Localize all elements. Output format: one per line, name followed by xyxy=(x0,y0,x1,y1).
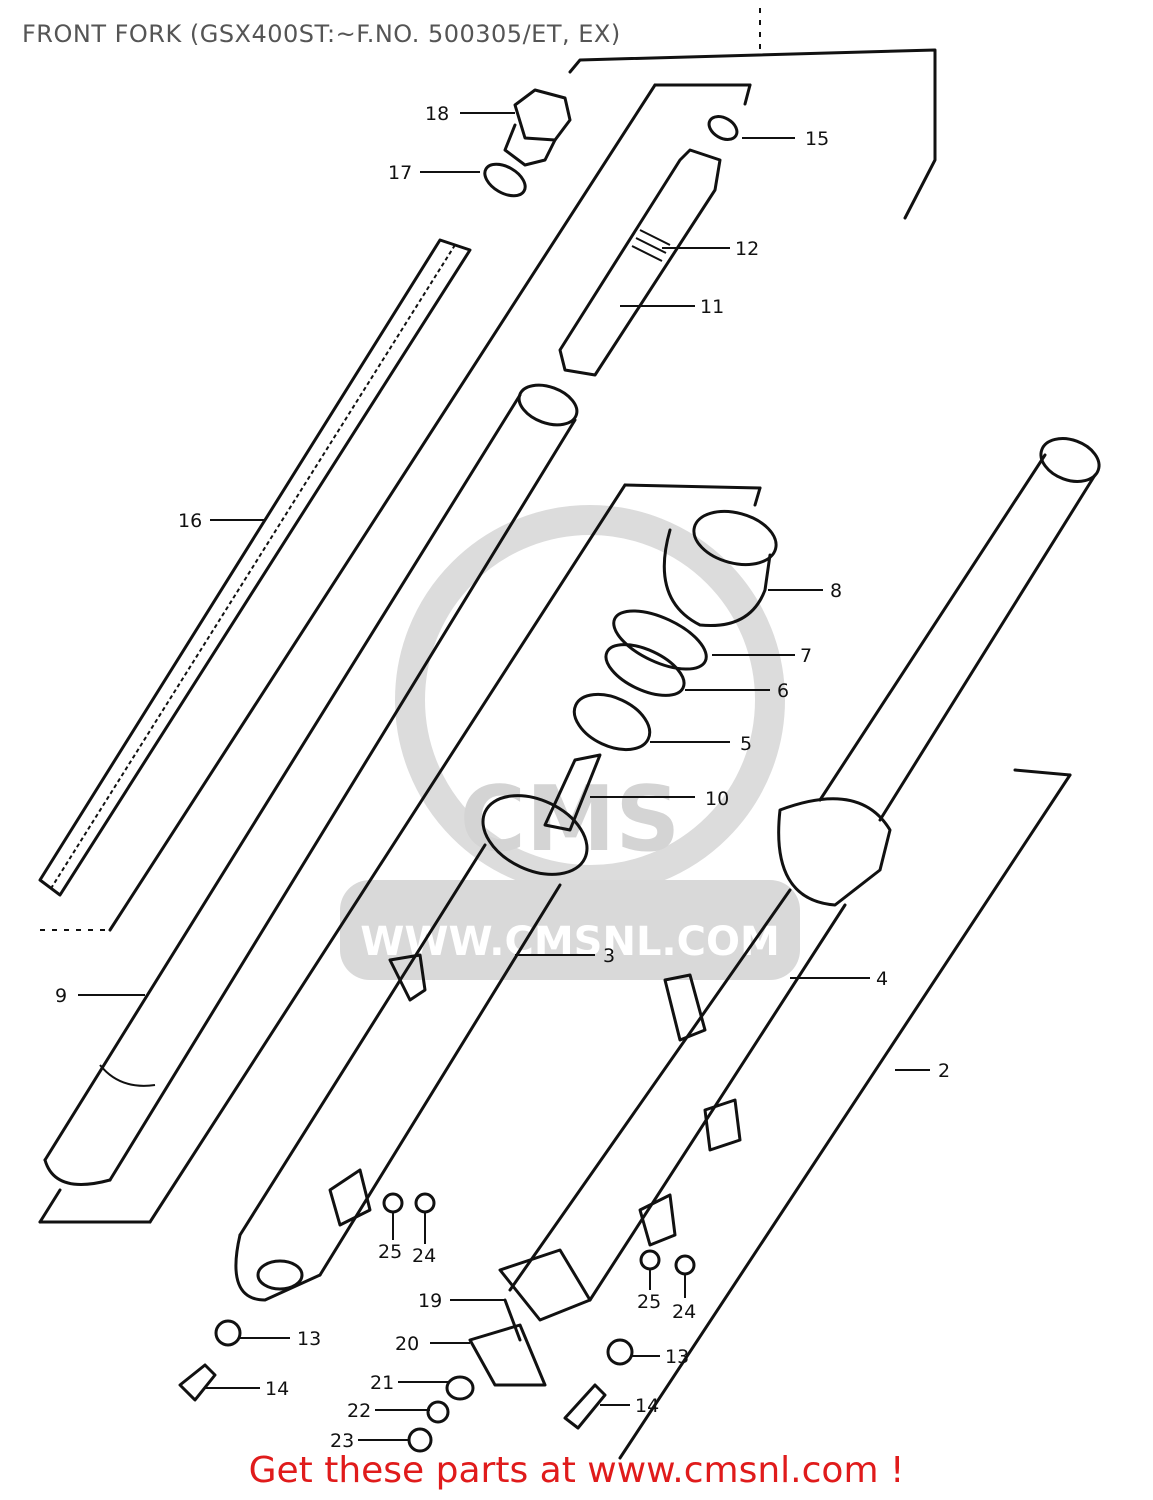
callout-13-left: 13 xyxy=(297,1328,321,1350)
oil-lock-piece xyxy=(543,753,602,832)
footer-link[interactable]: Get these parts at www.cmsnl.com ! xyxy=(248,1450,905,1491)
watermark-brand: CMS xyxy=(460,767,680,872)
watermark-url: WWW.CMSNL.COM xyxy=(360,919,780,965)
washer-25-right xyxy=(639,1249,661,1271)
callout-18: 18 xyxy=(425,103,449,125)
bolt-left xyxy=(178,1363,217,1402)
callout-24-left: 24 xyxy=(412,1245,436,1267)
callout-12: 12 xyxy=(735,238,759,260)
callout-24-right: 24 xyxy=(672,1301,696,1323)
callout-25-right: 25 xyxy=(637,1291,661,1313)
callout-14-right: 14 xyxy=(635,1395,659,1417)
callout-9: 9 xyxy=(55,985,67,1007)
callout-14-left: 14 xyxy=(265,1378,289,1400)
o-ring xyxy=(483,162,527,198)
callout-16: 16 xyxy=(178,510,202,532)
leader-lines xyxy=(78,112,930,1441)
callout-7: 7 xyxy=(800,645,812,667)
axle-holder-stud xyxy=(503,1298,522,1342)
oil-seal-spacer xyxy=(604,643,686,697)
callout-13-right: 13 xyxy=(665,1346,689,1368)
callout-6: 6 xyxy=(777,680,789,702)
assembly-bracket-middle xyxy=(148,483,762,1224)
callout-15: 15 xyxy=(805,128,829,150)
callout-3: 3 xyxy=(603,945,615,967)
callout-21: 21 xyxy=(370,1372,394,1394)
screw-24-left xyxy=(414,1192,436,1214)
piston-ring xyxy=(707,115,739,141)
fork-cap-bolt xyxy=(503,88,572,167)
oil-seal xyxy=(572,692,652,752)
washer-left xyxy=(214,1319,242,1347)
callout-2: 2 xyxy=(938,1060,950,1082)
fork-spring xyxy=(38,238,472,897)
watermark-logo: CMS WWW.CMSNL.COM xyxy=(340,505,800,980)
assembly-bracket-right xyxy=(618,768,1072,1460)
callout-25-left: 25 xyxy=(378,1241,402,1263)
outer-tube-left xyxy=(234,794,589,1302)
part-callouts: 18 17 15 12 11 16 8 7 6 5 10 3 4 2 9 19 … xyxy=(55,103,950,1452)
washer-right xyxy=(606,1338,634,1366)
washer-21 xyxy=(445,1375,475,1401)
axle-holder xyxy=(468,1323,547,1387)
bolt-right xyxy=(563,1383,607,1430)
inner-tube-left xyxy=(43,383,579,1186)
callout-19: 19 xyxy=(418,1290,442,1312)
callout-17: 17 xyxy=(388,162,412,184)
callout-23: 23 xyxy=(330,1430,354,1452)
assembly-bracket-left xyxy=(38,83,752,1224)
callout-4: 4 xyxy=(876,968,888,990)
page-title: FRONT FORK (GSX400ST:~F.NO. 500305/ET, E… xyxy=(22,20,621,48)
callout-11: 11 xyxy=(700,296,724,318)
callout-20: 20 xyxy=(395,1333,419,1355)
callout-10: 10 xyxy=(705,788,729,810)
stopper-ring xyxy=(612,609,708,671)
dust-seal xyxy=(662,510,778,628)
washer-25-left xyxy=(382,1192,404,1214)
assembly-bracket-top xyxy=(568,8,937,220)
screw-24-right xyxy=(674,1254,696,1276)
damper-rod xyxy=(558,148,722,377)
callout-8: 8 xyxy=(830,580,842,602)
nut-23 xyxy=(407,1427,433,1453)
callout-5: 5 xyxy=(740,733,752,755)
callout-22: 22 xyxy=(347,1400,371,1422)
fork-assembly-right xyxy=(498,437,1101,1322)
spring-washer-22 xyxy=(426,1400,450,1424)
